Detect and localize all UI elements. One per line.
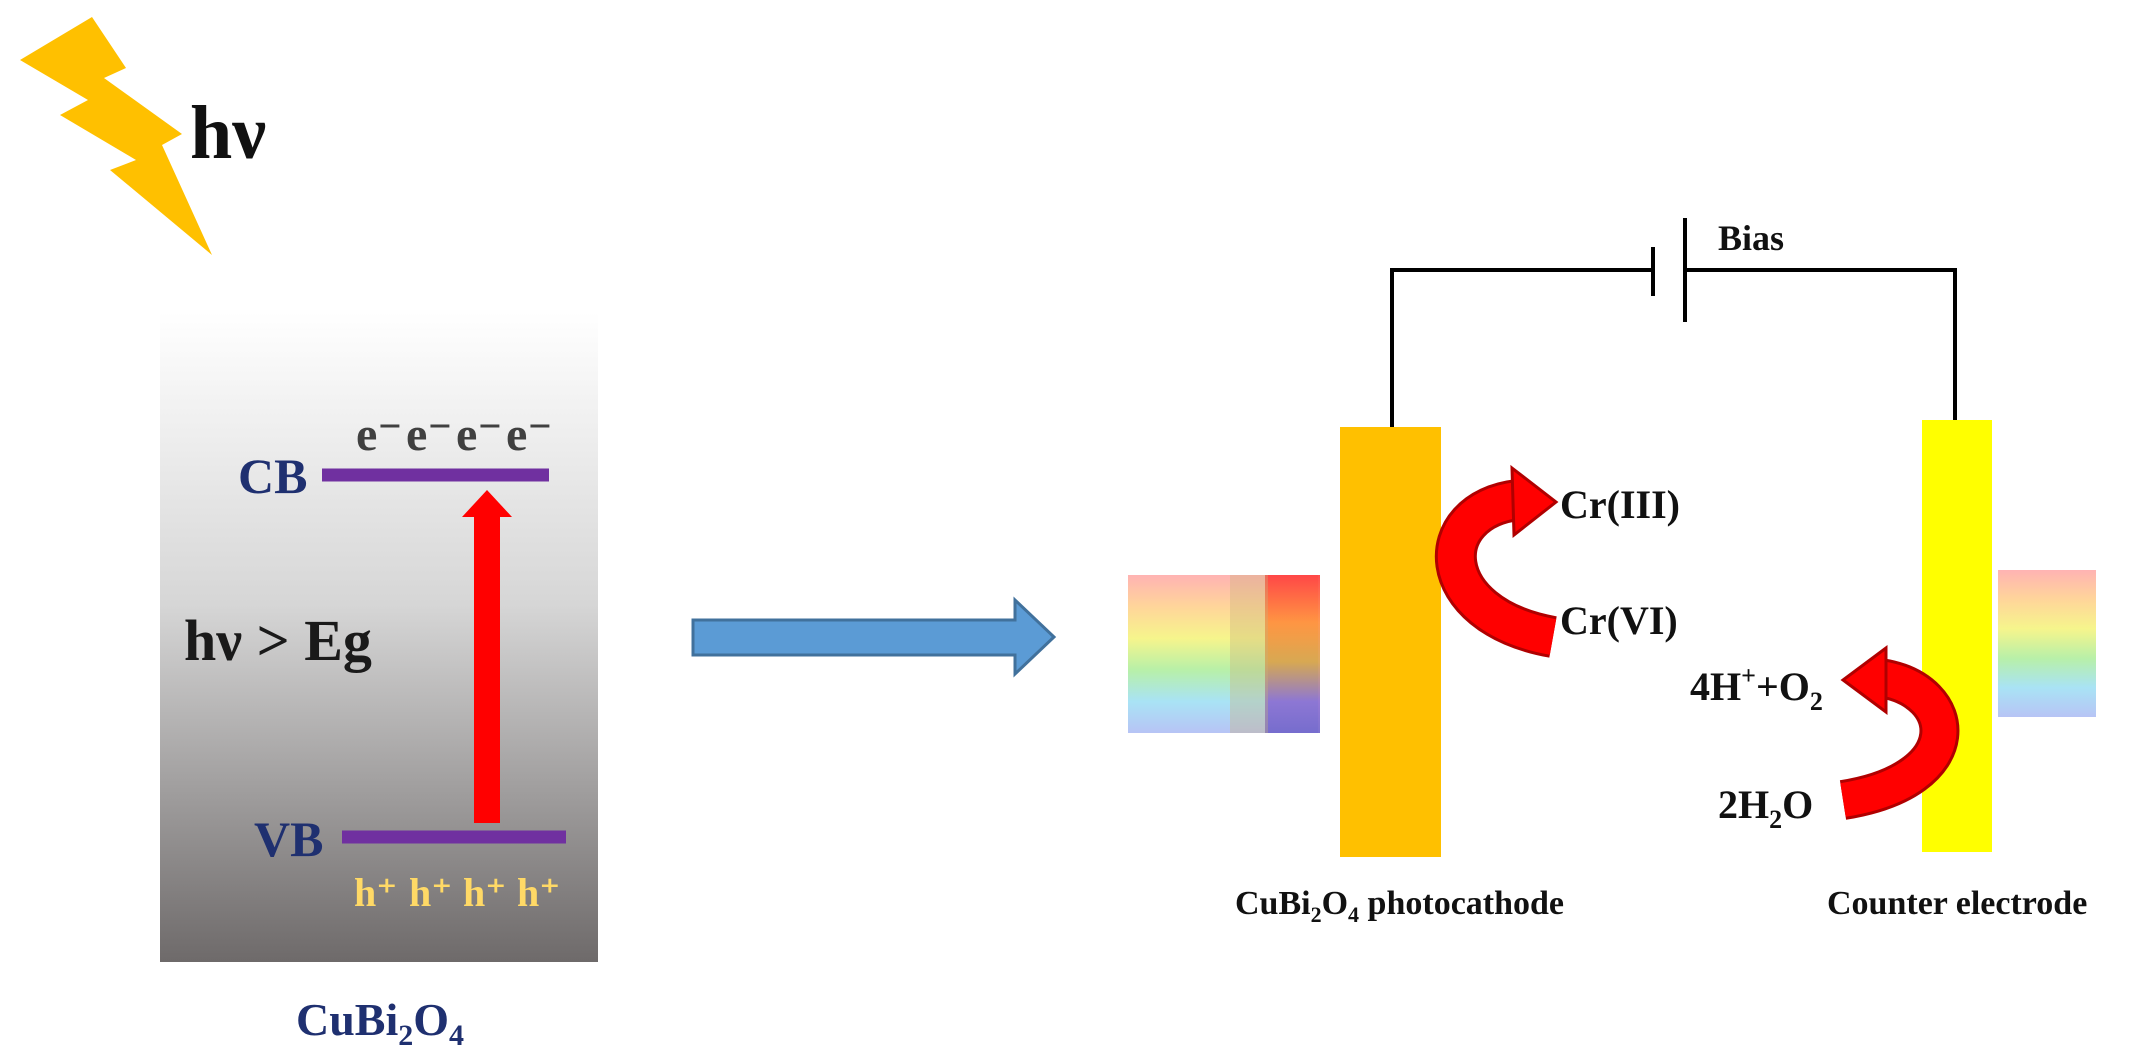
band-diagram-box xyxy=(160,312,598,962)
o2-product-label: 4H++O2 xyxy=(1690,661,1823,716)
light-panel-right xyxy=(1998,570,2096,717)
light-label: hν xyxy=(190,91,266,175)
bias-label: Bias xyxy=(1718,218,1784,258)
hole: h⁺ xyxy=(354,870,397,915)
excitation-label: hν > Eg xyxy=(184,608,372,673)
process-arrow xyxy=(691,596,1057,678)
cb-label: CB xyxy=(238,448,307,504)
electron: e⁻ xyxy=(356,408,403,461)
hole: h⁺ xyxy=(409,870,452,915)
photocathode-caption: CuBi2O4 photocathode xyxy=(1235,885,1564,927)
counter-electrode-caption: Counter electrode xyxy=(1827,885,2087,922)
cr-reduction-arrow xyxy=(1434,464,1559,658)
excitation-arrow xyxy=(462,490,512,823)
cr-iii-label: Cr(III) xyxy=(1560,482,1680,527)
hole: h⁺ xyxy=(517,870,560,915)
water-reactant-label: 2H2O xyxy=(1718,782,1813,834)
lightning-bolt-icon xyxy=(20,17,212,255)
photocathode-electrode xyxy=(1340,427,1441,857)
bias-battery-icon xyxy=(1651,218,1687,322)
electron: e⁻ xyxy=(406,408,453,461)
circuit-wire xyxy=(1390,268,1957,427)
vb-label: VB xyxy=(254,811,323,867)
counter-electrode xyxy=(1922,420,1992,852)
hole: h⁺ xyxy=(463,870,506,915)
light-panel-left xyxy=(1128,575,1320,733)
electron: e⁻ xyxy=(456,408,503,461)
electron: e⁻ xyxy=(506,408,553,461)
water-oxidation-arrow xyxy=(1839,645,1960,820)
material-label: CuBi2O4 xyxy=(296,994,464,1052)
cr-vi-label: Cr(VI) xyxy=(1560,598,1678,643)
